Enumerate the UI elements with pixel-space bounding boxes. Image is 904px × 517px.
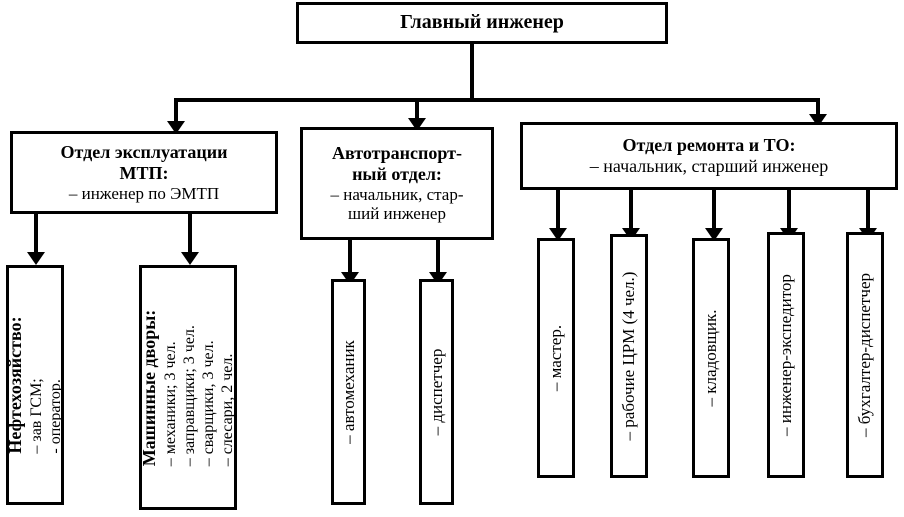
box-item: – слесари, 2 чел. [218, 353, 236, 466]
arrow-to-kladovshchik [705, 228, 723, 241]
box-title: – кладовщик. [700, 309, 720, 407]
arrow-to-master [549, 228, 567, 241]
box-title-line2: МТП: [119, 162, 169, 183]
connector-drop-remont [816, 98, 820, 120]
box-title-line1: Отдел ремонта и ТО: [622, 135, 796, 156]
box-subtitle-line1: – инженер по ЭМТП [68, 183, 220, 203]
box-dispetcher: – диспетчер [419, 279, 454, 505]
connector-remont-to-rabochie-crm [629, 190, 633, 232]
box-otdel-remonta-i-to: Отдел ремонта и ТО: – начальник, старший… [520, 122, 898, 190]
connector-mtp-to-neftehozyajstvo [34, 214, 38, 256]
box-inzhener-ekspeditor: – инженер-экспедитор [767, 232, 805, 478]
box-title-line1: Автотранспорт- [331, 142, 463, 163]
box-subtitle-line1: – начальник, старший инженер [589, 156, 829, 176]
box-buhgalter-dispetcher: – бухгалтер-диспетчер [846, 232, 884, 478]
box-item: – зав ГСМ; [27, 378, 45, 454]
box-rabochie-crm: – рабочие ЦРМ (4 чел.) [610, 234, 648, 478]
box-title: Нефтехозяйство: [6, 316, 26, 454]
box-title: – диспетчер [426, 348, 446, 436]
box-title-line2: ный отдел: [352, 163, 442, 184]
connector-remont-to-inzhener-ekspeditor [787, 190, 791, 232]
arrow-to-neftehozyajstvo [27, 252, 45, 265]
box-item: - оператор. [46, 379, 64, 454]
box-title: Главный инженер [400, 11, 564, 34]
box-title: – рабочие ЦРМ (4 чел.) [618, 271, 638, 441]
box-item: – заправщики; 3 чел. [180, 324, 198, 466]
box-title: – автомеханик [338, 340, 358, 444]
connector-remont-to-buhgalter-dispetcher [866, 190, 870, 232]
box-neftehozyajstvo: Нефтехозяйство: – зав ГСМ; - оператор. [6, 265, 64, 505]
connector-drop-ato [415, 98, 419, 122]
arrow-to-mashinnye-dvory [181, 252, 199, 265]
box-subtitle-line2: ший инженер [348, 204, 446, 224]
box-title: – мастер. [545, 324, 565, 392]
box-item: – сварщики, 3 чел. [199, 339, 217, 466]
box-glavnyj-inzhener: Главный инженер [296, 2, 668, 44]
box-item: – механики; 3 чел. [161, 340, 179, 466]
box-title: – инженер-экспедитор [775, 274, 795, 436]
connector-bus-horizontal [174, 98, 820, 102]
box-master: – мастер. [537, 238, 575, 478]
box-kladovshchik: – кладовщик. [692, 238, 730, 478]
box-mashinnye-dvory: Машинные дворы: – механики; 3 чел. – зап… [139, 265, 237, 510]
box-avtotransportnyj-otdel: Автотранспорт- ный отдел: – начальник, с… [300, 127, 494, 240]
connector-mtp-to-mashinnye-dvory [188, 214, 192, 256]
box-avtomehanik: – автомеханик [331, 279, 366, 505]
connector-remont-to-master [556, 190, 560, 232]
box-subtitle-line1: – начальник, стар- [330, 184, 464, 204]
connector-drop-mtp [174, 98, 178, 124]
arrow-to-mtp [167, 121, 185, 134]
box-otdel-ekspluatacii-mtp: Отдел эксплуатации МТП: – инженер по ЭМТ… [10, 131, 278, 214]
box-title-line1: Отдел эксплуатации [60, 141, 228, 162]
connector-remont-to-kladovshchik [712, 190, 716, 232]
box-title: – бухгалтер-диспетчер [854, 273, 874, 437]
connector-trunk-vertical [470, 44, 474, 100]
connector-ato-to-avtomehanik [348, 240, 352, 276]
connector-ato-to-dispetcher [436, 240, 440, 276]
box-title: Машинные дворы: [139, 309, 159, 466]
